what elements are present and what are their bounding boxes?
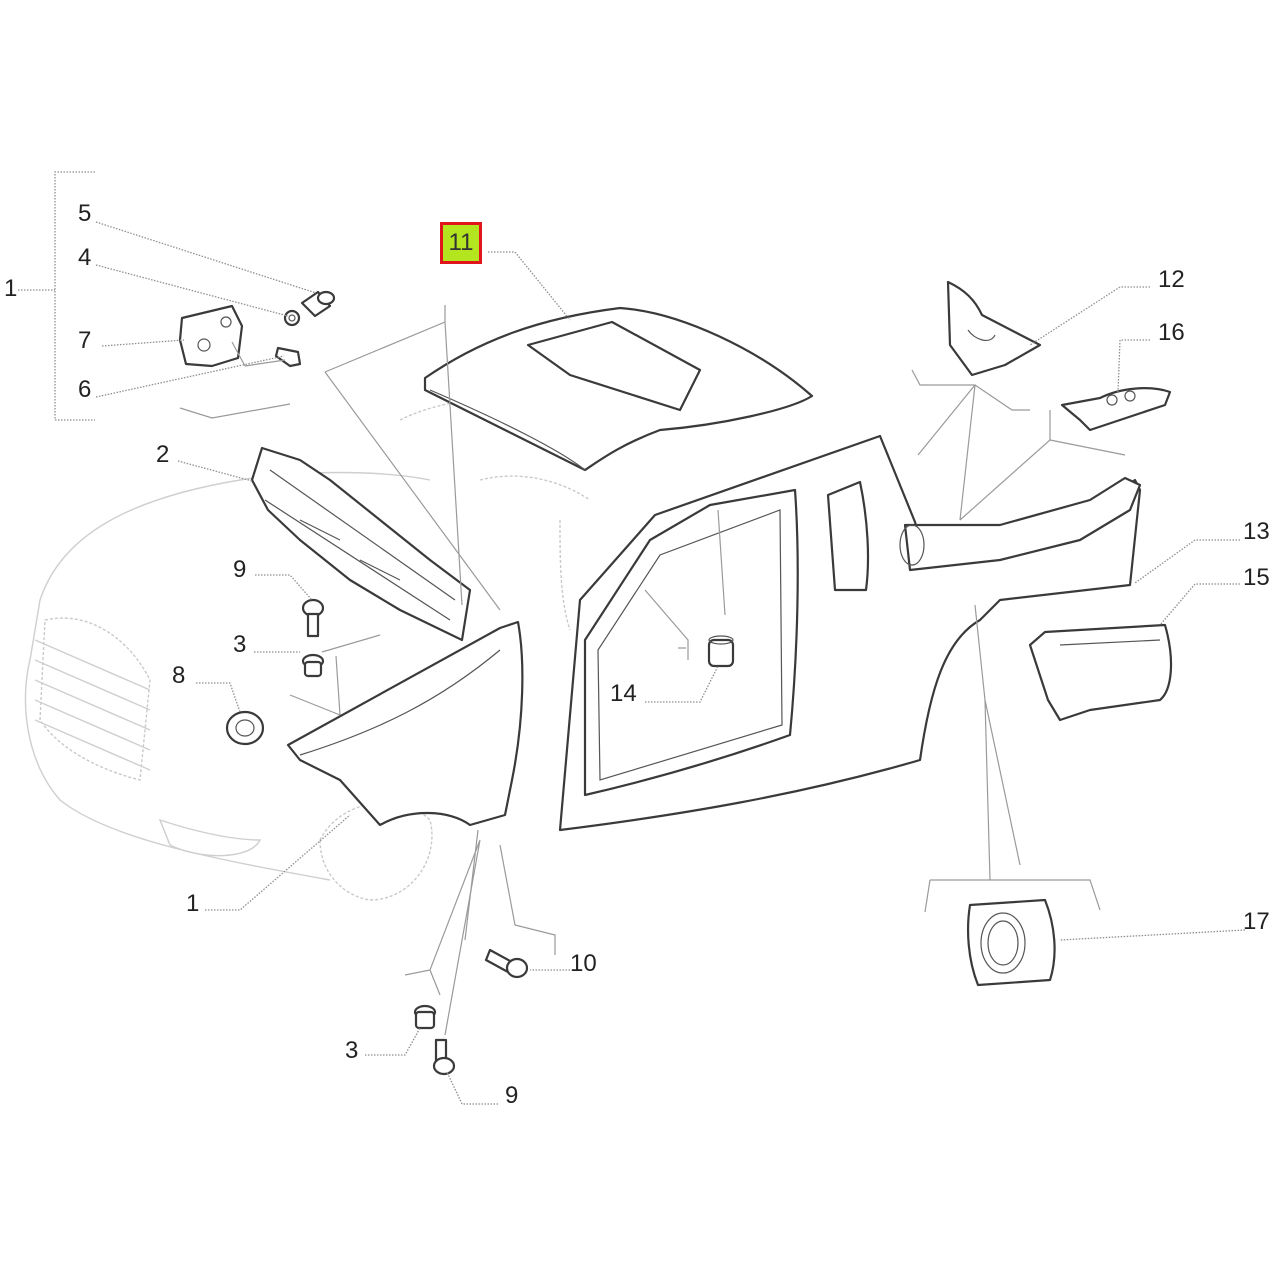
callout-16[interactable]: 16 xyxy=(1158,319,1185,346)
callout-9-mid[interactable]: 9 xyxy=(233,556,247,583)
callout-11-label: 11 xyxy=(448,229,474,256)
roof-panel xyxy=(423,306,814,472)
callout-1-top[interactable]: 1 xyxy=(4,275,18,302)
callout-7[interactable]: 7 xyxy=(78,327,92,354)
callout-5[interactable]: 5 xyxy=(78,200,92,227)
washer xyxy=(283,309,301,327)
callout-11-highlighted[interactable]: 11 xyxy=(440,222,482,264)
callout-2[interactable]: 2 xyxy=(156,441,170,468)
callout-6[interactable]: 6 xyxy=(78,376,92,403)
rear-reinforcement xyxy=(1060,387,1172,432)
screw-mid xyxy=(301,598,325,638)
callout-15[interactable]: 15 xyxy=(1243,564,1270,591)
nut-insert-mid xyxy=(301,653,325,678)
front-grille xyxy=(34,639,151,771)
rear-quarter-upper xyxy=(899,476,1142,572)
callout-1-bottom[interactable]: 1 xyxy=(186,890,200,917)
callout-10[interactable]: 10 xyxy=(570,950,597,977)
nut-insert-bottom xyxy=(413,1004,437,1030)
front-fender xyxy=(286,620,524,827)
bolt-with-washer xyxy=(484,948,529,979)
grommet xyxy=(225,710,265,746)
leader-lines xyxy=(18,171,1246,1105)
callout-3-mid[interactable]: 3 xyxy=(233,631,247,658)
clip xyxy=(274,346,302,368)
plug xyxy=(707,635,735,668)
car-body-outline xyxy=(24,396,601,901)
callout-9-bottom[interactable]: 9 xyxy=(505,1082,519,1109)
bolt xyxy=(300,290,336,318)
callout-4[interactable]: 4 xyxy=(78,244,92,271)
callout-8[interactable]: 8 xyxy=(172,662,186,689)
cowl-panel xyxy=(250,446,472,642)
rear-wheel-arch xyxy=(1028,623,1173,722)
screw-bottom xyxy=(432,1038,456,1076)
callout-14[interactable]: 14 xyxy=(610,680,637,707)
side-body-panel xyxy=(558,434,1142,832)
rear-pillar-bracket xyxy=(946,280,1042,377)
fuel-filler-housing xyxy=(966,898,1056,987)
callout-3-bottom[interactable]: 3 xyxy=(345,1037,359,1064)
callout-17[interactable]: 17 xyxy=(1243,908,1270,935)
callout-13[interactable]: 13 xyxy=(1243,518,1270,545)
bracket xyxy=(178,304,244,368)
callout-12[interactable]: 12 xyxy=(1158,266,1185,293)
